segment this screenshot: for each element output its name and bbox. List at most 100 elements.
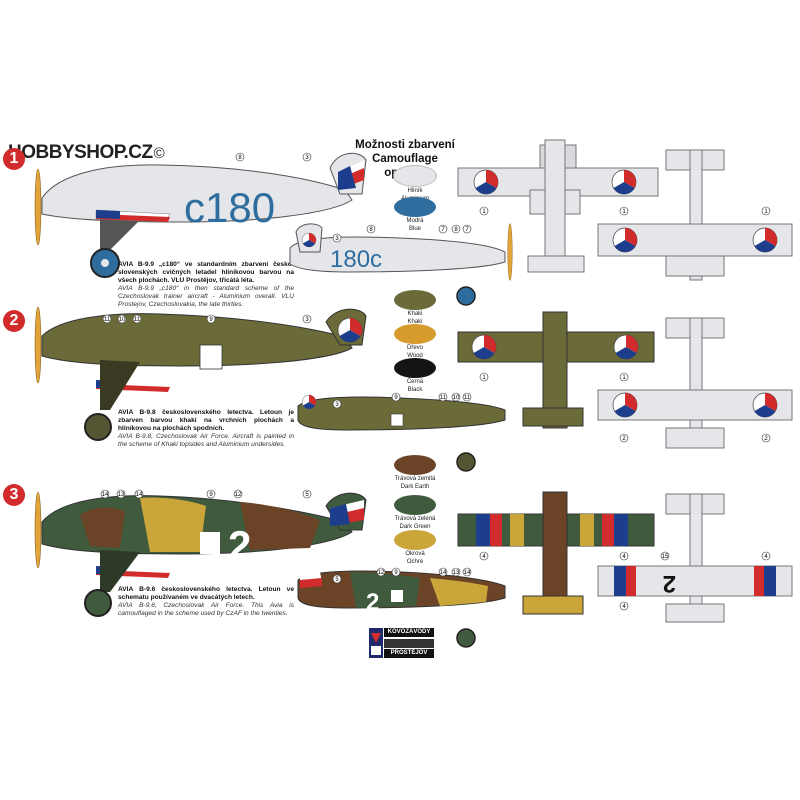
callout: 13 [116, 489, 126, 499]
callout: 11 [462, 392, 472, 402]
callout: 9 [391, 567, 401, 577]
registration-2-underside: 2 [663, 570, 676, 597]
copyright-symbol: © [153, 145, 165, 162]
option-3-side-view-small: 2 [297, 570, 506, 648]
svg-text:7: 7 [441, 227, 445, 233]
option-1-badge: 1 [3, 148, 25, 170]
callout: 10 [117, 314, 127, 324]
svg-text:13: 13 [453, 570, 460, 576]
caption-en: AVIA B-9.9 „c180“ in then standard schem… [118, 285, 294, 308]
option-3-caption: AVIA B-9.6 československého letectva. Le… [118, 586, 294, 618]
option-2-caption: AVIA B-9.8 československého letectva. Le… [118, 409, 294, 449]
swatch-color [394, 358, 436, 378]
option-3-top-view [457, 491, 655, 615]
camouflage-title-cz: Možnosti zbarvení [355, 139, 455, 151]
svg-text:4: 4 [622, 554, 626, 560]
swatch-label-cz: Modrá [406, 218, 424, 224]
logo-line-2: PROSTĚJOV [384, 649, 434, 658]
svg-text:1: 1 [622, 209, 626, 215]
option-3-badge: 3 [3, 484, 25, 506]
swatch-label-en: Black [407, 387, 423, 393]
swatch-label-en: Khaki [407, 319, 423, 325]
callout: 13 [451, 567, 461, 577]
option-1-side-view-small: 180c [289, 223, 513, 306]
callout: 3 [302, 152, 312, 162]
callout: 3 [332, 399, 342, 409]
svg-text:1: 1 [622, 375, 626, 381]
swatch-blue: Modrá Blue [386, 197, 444, 233]
callout: 5 [332, 574, 342, 584]
callout: 4 [619, 551, 629, 561]
option-2-badge: 2 [3, 310, 25, 332]
caption-cz: AVIA B-9.6 československého letectva. Le… [118, 586, 294, 601]
option-2-side-view-small [297, 394, 506, 472]
swatch-label-cz: Trávová zemitá [394, 476, 436, 482]
logo-emblem-icon [369, 628, 383, 658]
swatch-color [394, 324, 436, 344]
swatch-color [394, 290, 436, 310]
svg-text:8: 8 [238, 155, 242, 161]
callout: 14 [134, 489, 144, 499]
svg-text:11: 11 [440, 395, 447, 401]
watermark-text: HOBBYSHOP.CZ [8, 142, 153, 163]
swatch-ochre: Okrová Ochre [386, 530, 444, 566]
svg-text:2: 2 [622, 436, 626, 442]
callout: 11 [102, 314, 112, 324]
svg-text:3: 3 [335, 402, 339, 408]
swatch-label-cz: Hliník [407, 188, 423, 194]
svg-text:9: 9 [209, 492, 213, 498]
svg-text:3: 3 [305, 317, 309, 323]
logo-stripe [384, 639, 434, 648]
svg-text:4: 4 [622, 604, 626, 610]
svg-text:11: 11 [464, 395, 471, 401]
swatch-dark-earth: Trávová zemitá Dark Earth [386, 455, 444, 491]
callout: 3 [332, 233, 342, 243]
svg-text:1: 1 [764, 209, 768, 215]
callout: 1 [619, 372, 629, 382]
svg-text:10: 10 [453, 395, 460, 401]
swatch-label-en: Blue [408, 226, 421, 232]
callout: 8 [366, 224, 376, 234]
svg-text:9: 9 [209, 317, 213, 323]
swatch-wood: Dřevo Wood [386, 324, 444, 360]
caption-cz: AVIA B-9.8 československého letectva. Le… [118, 409, 294, 432]
svg-text:14: 14 [102, 492, 109, 498]
swatch-label-cz: Černá [406, 379, 424, 385]
kovozavody-prostejov-logo: KOVOZÁVODY PROSTĚJOV [368, 627, 434, 659]
option-1-side-view: c180 [34, 152, 367, 278]
registration-2-small: 2 [366, 589, 379, 616]
svg-text:2: 2 [764, 436, 768, 442]
callout: 9 [391, 392, 401, 402]
callout: 5 [302, 489, 312, 499]
callout: 1 [619, 206, 629, 216]
swatch-label-cz: Trávová zelená [394, 516, 436, 522]
svg-text:8: 8 [454, 227, 458, 233]
callout: 1 [761, 206, 771, 216]
swatch-black: Černá Black [386, 358, 444, 394]
svg-text:10: 10 [119, 317, 126, 323]
svg-text:14: 14 [464, 570, 471, 576]
callout: 8 [451, 224, 461, 234]
swatch-label-en: Dark Earth [400, 484, 430, 490]
option-3-bottom-view: 2 [597, 493, 793, 623]
registration-2: 2 [228, 522, 251, 569]
svg-text:4: 4 [764, 554, 768, 560]
callout: 9 [206, 489, 216, 499]
swatch-dark-green: Trávová zelená Dark Green [386, 495, 444, 531]
caption-en: AVIA B-9.6, Czechoslovak Air Force. This… [118, 602, 294, 617]
callout: 4 [479, 551, 489, 561]
caption-cz: AVIA B-9.9 „c180“ ve standardním zbarven… [118, 261, 294, 284]
option-2-bottom-view [597, 317, 793, 449]
option-1-top-view [457, 139, 659, 273]
svg-text:15: 15 [662, 554, 669, 560]
callout: 14 [462, 567, 472, 577]
callout: 15 [660, 551, 670, 561]
callout: 1 [479, 372, 489, 382]
svg-text:1: 1 [482, 209, 486, 215]
watermark: HOBBYSHOP.CZ© [8, 142, 165, 164]
callout: 2 [761, 433, 771, 443]
swatch-color [394, 495, 436, 515]
svg-text:8: 8 [369, 227, 373, 233]
svg-text:4: 4 [482, 554, 486, 560]
